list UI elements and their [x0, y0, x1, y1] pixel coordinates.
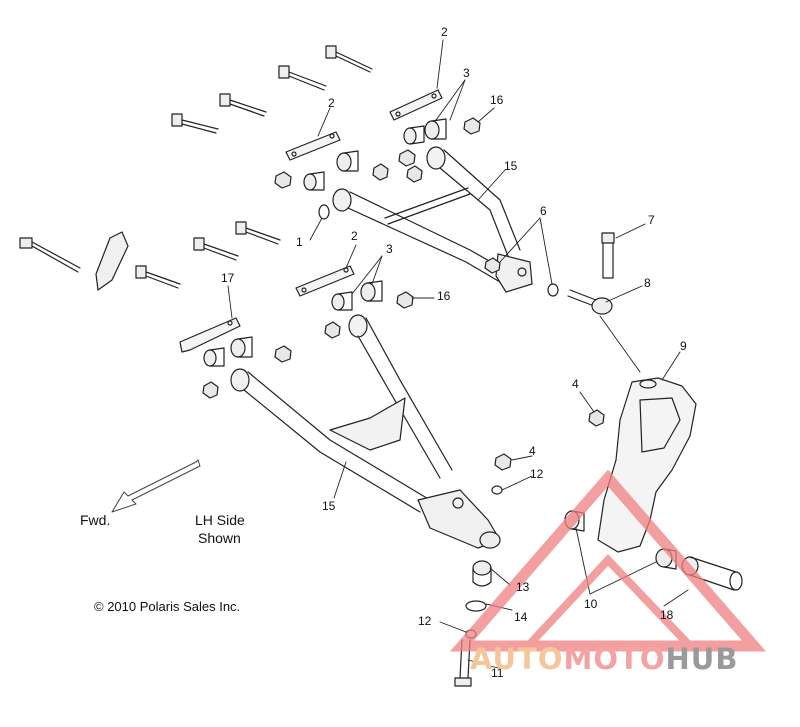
- callout-label: 4: [572, 377, 579, 391]
- bracket-plate: [179, 317, 241, 353]
- callout-label: 12: [530, 467, 544, 481]
- nut: [202, 381, 219, 399]
- callout-label: 16: [437, 289, 451, 303]
- bolt: [235, 221, 281, 245]
- nut: [484, 257, 501, 274]
- nut: [274, 345, 292, 363]
- washer: [491, 485, 503, 495]
- nut: [588, 409, 605, 427]
- tie-rod-end: [567, 289, 613, 315]
- bushing: [336, 150, 359, 172]
- forward-label: Fwd.: [80, 512, 111, 528]
- bolt: [171, 113, 219, 134]
- callout-label: 2: [351, 229, 358, 243]
- bracket-l: [95, 231, 129, 291]
- callout-label: 3: [463, 66, 470, 80]
- callout-label: 4: [529, 444, 536, 458]
- bolt: [278, 65, 327, 91]
- callout-label: 7: [648, 213, 655, 227]
- bushing: [303, 171, 325, 191]
- nut: [372, 163, 389, 181]
- callout-label: 14: [514, 610, 528, 624]
- callout-label: 8: [644, 276, 651, 290]
- forward-arrow-icon: [111, 459, 201, 513]
- bushing: [230, 336, 253, 358]
- washer: [547, 283, 559, 297]
- callout-label: 3: [386, 242, 393, 256]
- callout-label: 9: [680, 339, 687, 353]
- bracket-plate: [295, 265, 355, 297]
- nut: [398, 149, 416, 167]
- washer: [318, 204, 330, 220]
- callout-label: 1: [296, 235, 303, 249]
- bushing: [203, 347, 225, 367]
- bolt: [219, 93, 267, 117]
- nut: [324, 321, 341, 339]
- bolt: [193, 237, 239, 261]
- callout-label: 2: [328, 96, 335, 110]
- upper-a-arm: [332, 146, 533, 293]
- callout-label: 15: [504, 159, 518, 173]
- leader-lines: [227, 39, 689, 669]
- side-label-shown: Shown: [198, 530, 241, 546]
- nut: [494, 453, 512, 471]
- ball-joint-bushing: [472, 560, 492, 587]
- bolt: [19, 237, 81, 273]
- callout-label: 15: [322, 499, 336, 513]
- callout-label: 10: [584, 597, 598, 611]
- watermark-moto: MOTO: [563, 642, 666, 676]
- bushing: [424, 118, 447, 140]
- callout-label: 17: [221, 271, 235, 285]
- nut: [274, 171, 292, 189]
- bolt: [325, 45, 373, 73]
- nut: [396, 291, 414, 309]
- bushing: [331, 291, 353, 311]
- callout-label: 16: [490, 93, 504, 107]
- bracket-plate: [285, 131, 341, 161]
- nut: [463, 117, 481, 135]
- nut: [406, 165, 423, 183]
- bushing: [360, 280, 383, 302]
- callout-label: 2: [441, 25, 448, 39]
- callout-label: 18: [660, 608, 674, 622]
- callout-label: 11: [491, 666, 504, 680]
- bracket-plate: [389, 89, 443, 121]
- side-label: LH Side: [195, 512, 245, 528]
- watermark-logo: [449, 469, 767, 652]
- callout-label: 6: [540, 204, 547, 218]
- lower-a-arm: [230, 314, 501, 549]
- bolt: [601, 232, 615, 279]
- watermark-hub: HUB: [665, 642, 739, 676]
- bushing: [403, 125, 425, 145]
- callout-label: 13: [516, 580, 530, 594]
- snap-ring: [465, 600, 487, 612]
- copyright-notice: © 2010 Polaris Sales Inc.: [94, 599, 241, 614]
- watermark-text: AUTOMOTOHUB: [470, 645, 738, 674]
- callout-label: 12: [418, 614, 432, 628]
- bolt: [135, 265, 181, 289]
- watermark-auto: AUTO: [470, 642, 564, 676]
